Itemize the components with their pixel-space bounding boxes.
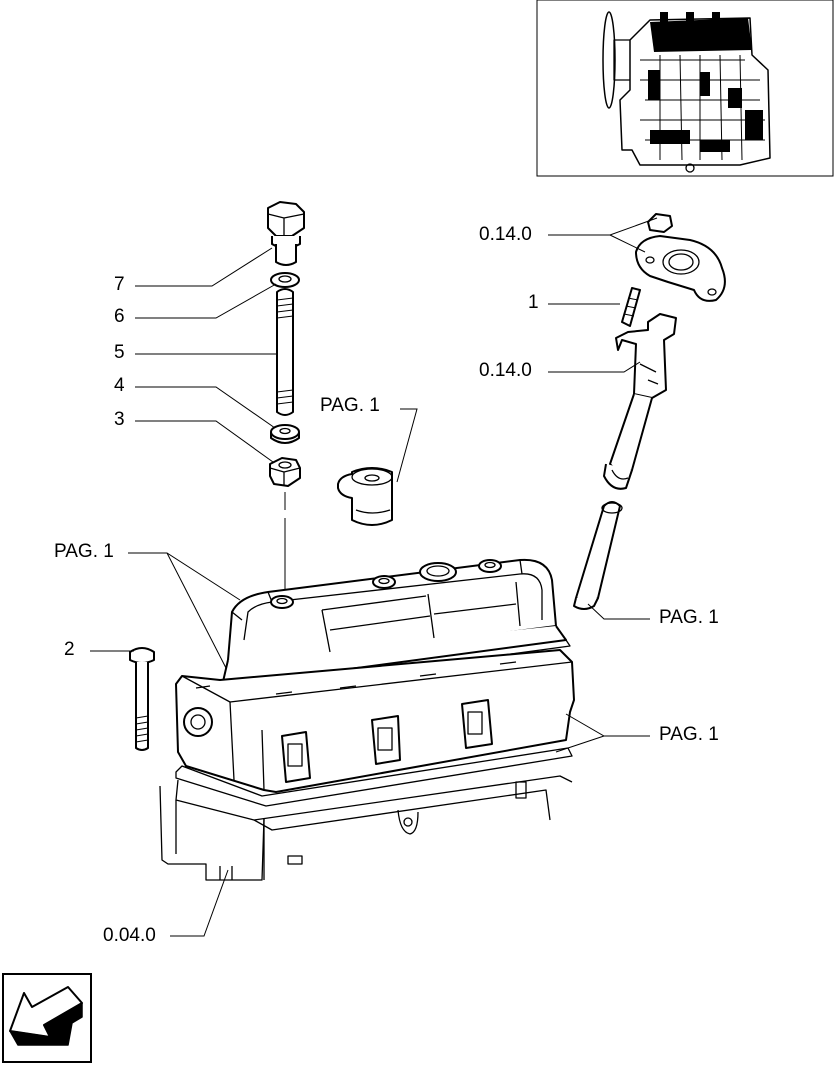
back-arrow-icon[interactable]: [2, 973, 92, 1063]
callout-5[interactable]: 5: [114, 342, 125, 363]
part-4-washer[interactable]: [270, 424, 300, 444]
engine-thumbnail[interactable]: [536, 0, 834, 177]
engine-thumbnail-icon: [602, 11, 771, 173]
ref-0-14-0-injector[interactable]: 0.14.0: [479, 360, 532, 381]
part-5-stud[interactable]: [276, 288, 294, 416]
part-6-washer[interactable]: [270, 272, 300, 288]
ref-0-14-0-top[interactable]: 0.14.0: [479, 224, 532, 245]
ref-pag-1-cover[interactable]: PAG. 1: [54, 541, 114, 562]
ref-pag-1-head[interactable]: PAG. 1: [659, 724, 719, 745]
callout-3[interactable]: 3: [114, 409, 125, 430]
callout-labels: 7 6 5 4 3 2 1 0.14.0 0.14.0 PAG. 1 PAG. …: [54, 224, 719, 946]
callout-6[interactable]: 6: [114, 306, 125, 327]
ref-pag-1-sleeve[interactable]: PAG. 1: [659, 607, 719, 628]
part-3-nut[interactable]: [269, 457, 301, 487]
callout-4[interactable]: 4: [114, 375, 125, 396]
callout-1[interactable]: 1: [528, 292, 539, 313]
ref-pag-1-bushing[interactable]: PAG. 1: [320, 395, 380, 416]
callout-2[interactable]: 2: [64, 639, 75, 660]
engine-block[interactable]: [159, 775, 573, 881]
part-7-bolt[interactable]: [267, 201, 305, 266]
injector-part[interactable]: [573, 213, 726, 610]
cylinder-head[interactable]: [175, 649, 575, 807]
leader-lines: [90, 217, 658, 937]
ref-0-04-0[interactable]: 0.04.0: [103, 925, 156, 946]
rocker-cover[interactable]: [215, 558, 571, 695]
cover-bushing-part[interactable]: [337, 467, 393, 526]
part-2-bolt[interactable]: [129, 647, 155, 751]
callout-7[interactable]: 7: [114, 274, 125, 295]
